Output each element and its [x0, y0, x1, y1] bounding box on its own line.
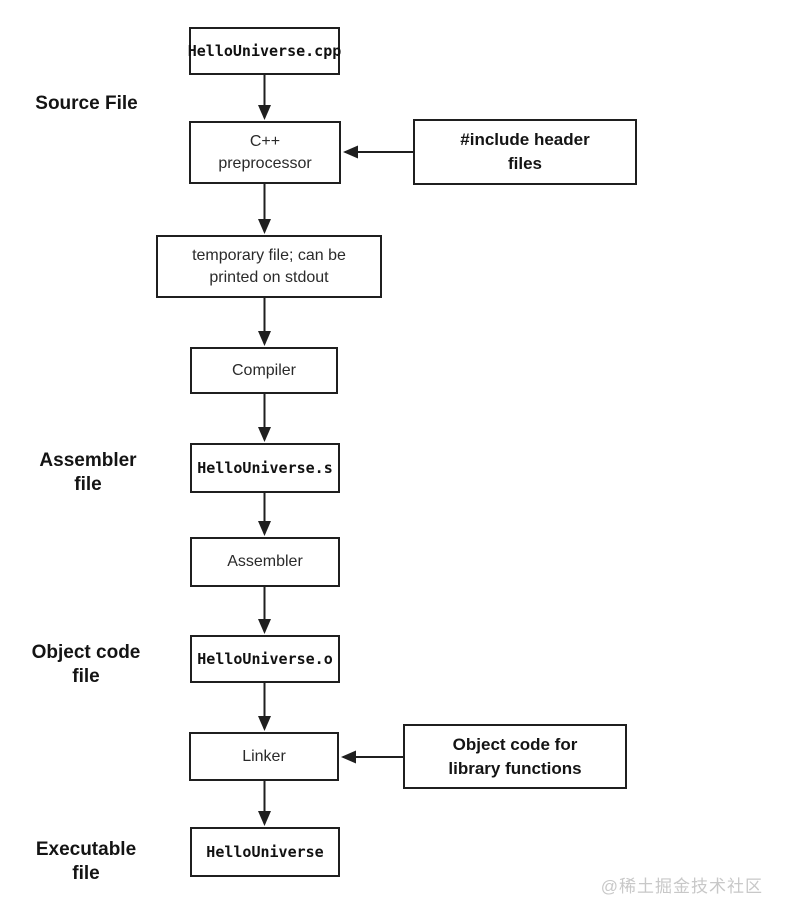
node-source-cpp: HelloUniverse.cpp	[188, 27, 341, 75]
node-preprocessor: C++ preprocessor	[189, 121, 341, 184]
node-linker: Linker	[189, 732, 339, 781]
node-compiler: Compiler	[190, 347, 338, 394]
label-executable-file: Executable file	[35, 839, 137, 884]
label-assembler-file: Assembler file	[39, 450, 137, 495]
label-source-file: Source File	[35, 93, 138, 114]
label-object-code-file: Object code file	[31, 642, 141, 687]
node-assembler: Assembler	[190, 537, 340, 587]
node-executable: HelloUniverse	[190, 827, 340, 877]
node-object-file: HelloUniverse.o	[190, 635, 340, 683]
node-library-objects: Object code for library functions	[403, 724, 627, 789]
node-assembly-file: HelloUniverse.s	[190, 443, 340, 493]
watermark-text: @稀土掘金技术社区	[600, 877, 763, 896]
node-temp-file: temporary file; can be printed on stdout	[156, 235, 382, 298]
node-include-headers: #include header files	[413, 119, 637, 185]
